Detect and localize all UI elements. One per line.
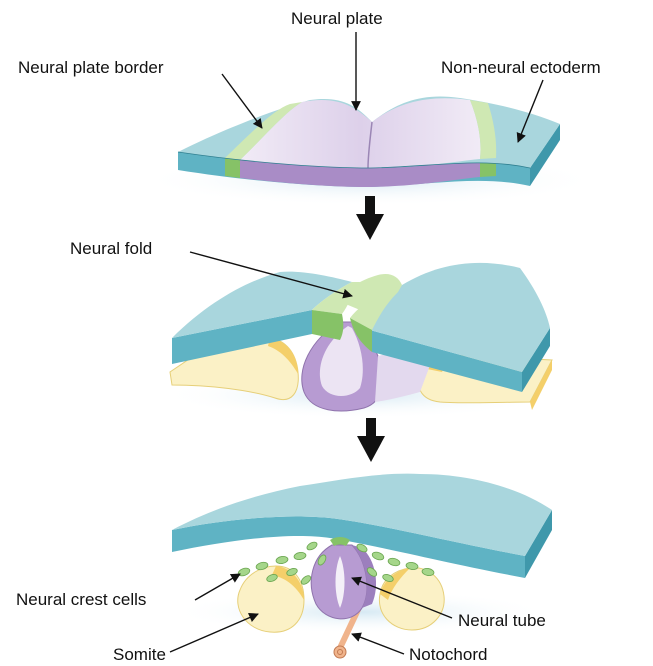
label-neural-plate-border: Neural plate border (18, 58, 164, 77)
leader-notochord (352, 634, 404, 654)
label-somite: Somite (113, 645, 166, 664)
stage1-neural-plate-region (240, 98, 481, 168)
stage2-left-fold-green-side (312, 310, 343, 340)
leader-neural-plate-border (222, 74, 262, 128)
stage-neural-tube (170, 474, 552, 658)
stage-neural-plate (140, 96, 600, 206)
stage3-notochord-end (334, 646, 346, 658)
label-neural-crest-cells: Neural crest cells (16, 590, 146, 609)
stage-neural-fold (160, 263, 560, 419)
stage1-border-front-left (225, 158, 240, 178)
label-non-neural-ectoderm: Non-neural ectoderm (441, 58, 601, 77)
label-notochord: Notochord (409, 645, 487, 664)
label-neural-tube: Neural tube (458, 611, 546, 630)
label-neural-plate: Neural plate (291, 9, 383, 28)
label-neural-fold: Neural fold (70, 239, 152, 258)
progression-arrow-2 (357, 418, 385, 462)
